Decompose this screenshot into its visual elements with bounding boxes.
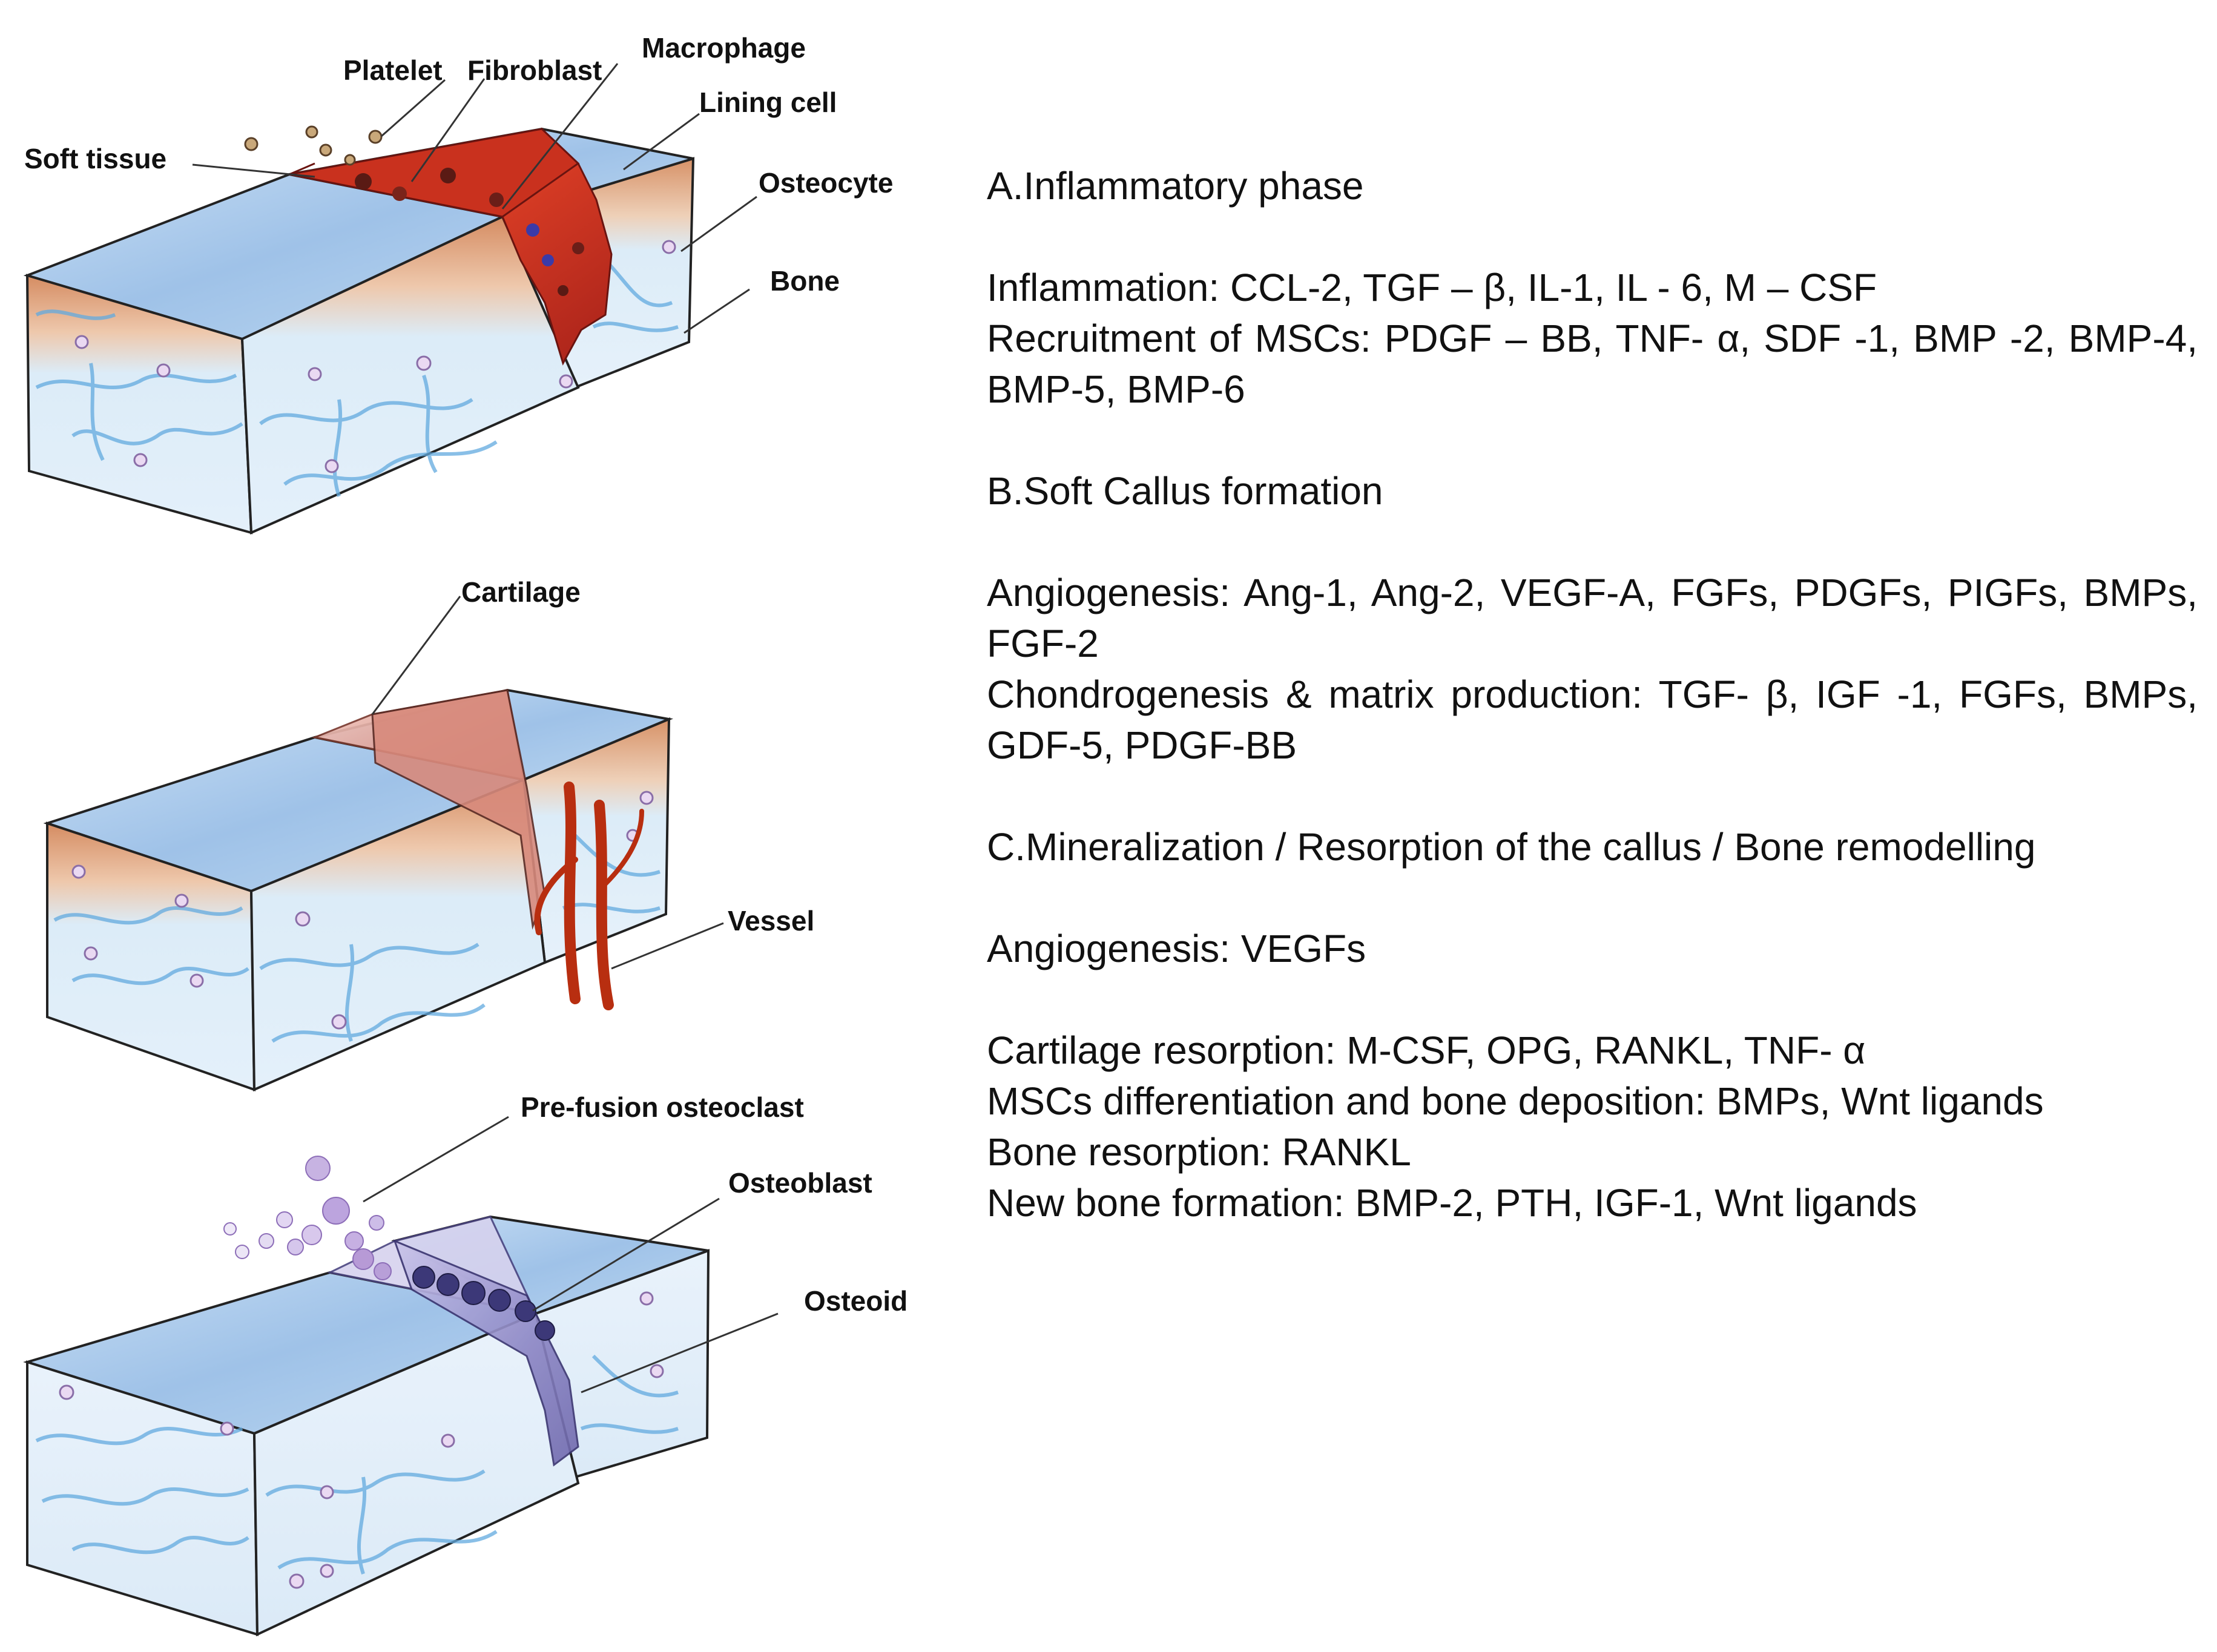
label-fibroblast: Fibroblast xyxy=(467,54,602,86)
phase-b-angiogenesis: Angiogenesis: Ang-1, Ang-2, VEGF-A, FGFs… xyxy=(987,571,2198,665)
platelets xyxy=(244,125,383,166)
phase-c-bone-resorption: Bone resorption: RANKL xyxy=(987,1130,1411,1174)
phase-c-new-bone: New bone formation: BMP-2, PTH, IGF-1, W… xyxy=(987,1181,1917,1225)
label-osteocyte: Osteocyte xyxy=(759,167,893,199)
bone-c-vessel-network xyxy=(35,1354,679,1575)
panel-b-soft-callus-diagram: Cartilage Vessel xyxy=(43,576,814,1092)
panel-c-mineralization-diagram: Pre-fusion osteoclast Osteoblast Osteoid xyxy=(23,1091,908,1637)
label-pre-fusion-osteoclast: Pre-fusion osteoclast xyxy=(521,1091,804,1123)
panel-a-leader-lines xyxy=(192,63,757,334)
factor-text-panel: A.Inflammatory phase Inflammation: CCL-2… xyxy=(987,160,2198,1228)
osteocyte-cells-a xyxy=(74,240,676,473)
phase-b-chondrogenesis: Chondrogenesis & matrix production: TGF-… xyxy=(987,673,2198,767)
label-platelet: Platelet xyxy=(343,54,443,86)
bone-b-left-side-face xyxy=(249,778,547,1092)
label-macrophage: Macrophage xyxy=(642,32,806,64)
phase-a-title: A.Inflammatory phase xyxy=(987,164,1364,208)
panel-a-inflammatory-diagram: Platelet Fibroblast Macrophage Lining ce… xyxy=(23,32,893,535)
panel-c-leader-lines xyxy=(363,1116,779,1394)
soft-tissue-top xyxy=(289,128,580,218)
pre-fusion-osteoclast-cells xyxy=(223,1156,392,1280)
fracture-healing-illustration: Platelet Fibroblast Macrophage Lining ce… xyxy=(23,32,908,1637)
phase-c-cartilage-resorption: Cartilage resorption: M-CSF, OPG, RANKL,… xyxy=(987,1028,1866,1072)
label-vessel: Vessel xyxy=(728,905,814,936)
label-bone: Bone xyxy=(770,265,840,297)
label-osteoid: Osteoid xyxy=(804,1285,908,1317)
phase-a-recruitment: Recruitment of MSCs: PDGF – BB, TNF- α, … xyxy=(987,317,2198,411)
panel-b-leader-lines xyxy=(371,596,724,970)
phase-c-angiogenesis: Angiogenesis: VEGFs xyxy=(987,927,1366,970)
osteoblast-cells xyxy=(412,1266,555,1341)
bone-b-vessel-network xyxy=(53,834,660,1043)
phase-a-inflammation: Inflammation: CCL-2, TGF – β, IL-1, IL -… xyxy=(987,266,1877,309)
callus-blood-vessels xyxy=(534,782,644,1010)
blood-cells xyxy=(355,168,584,296)
label-soft-tissue: Soft tissue xyxy=(24,143,166,174)
phase-c-title: C.Mineralization / Resorption of the cal… xyxy=(987,825,2036,869)
osteocyte-cells-c xyxy=(59,1291,664,1589)
label-cartilage: Cartilage xyxy=(461,576,581,608)
label-lining-cell: Lining cell xyxy=(699,87,837,118)
phase-b-title: B.Soft Callus formation xyxy=(987,469,1383,513)
phase-c-msc-differentiation: MSCs differentiation and bone deposition… xyxy=(987,1079,2044,1123)
bone-vessel-network xyxy=(35,258,679,497)
label-osteoblast: Osteoblast xyxy=(728,1167,872,1199)
bone-left-side-face xyxy=(240,215,580,535)
